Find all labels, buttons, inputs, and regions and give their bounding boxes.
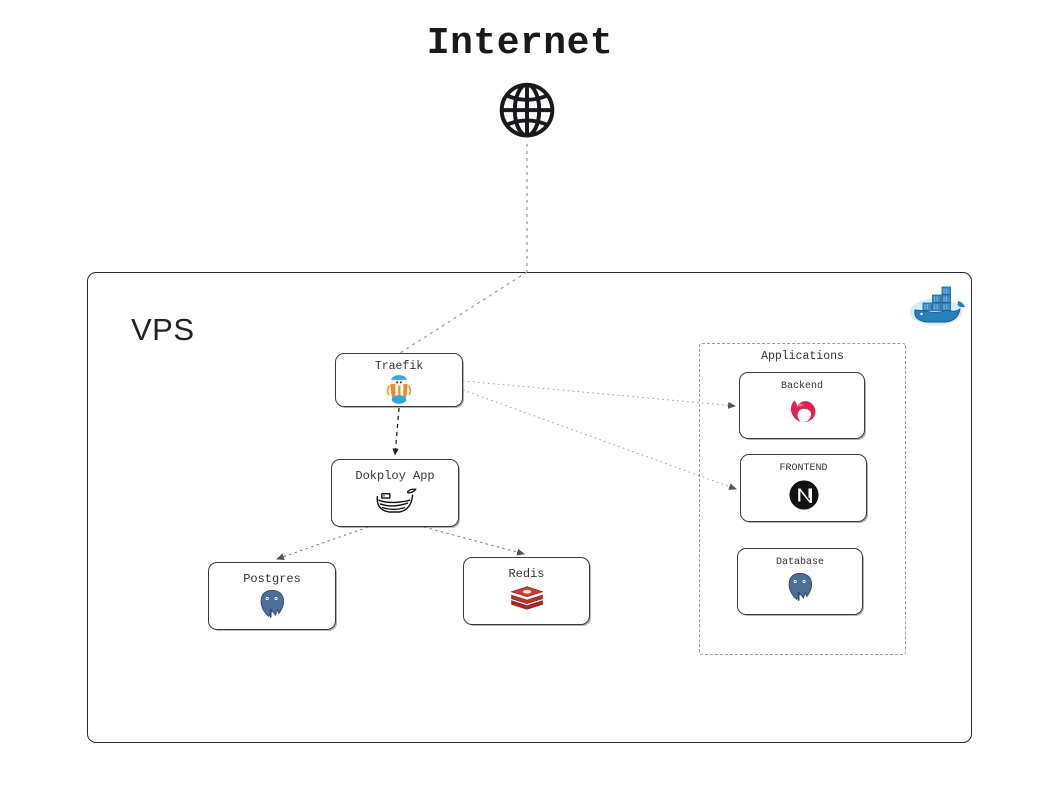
postgresql-elephant-icon: [738, 572, 862, 602]
node-dokploy-app[interactable]: Dokploy App: [331, 459, 459, 527]
globe-icon: [496, 82, 558, 142]
docker-whale-outline-icon: [332, 486, 458, 516]
node-dokploy-app-label: Dokploy App: [355, 469, 435, 483]
redis-icon: [464, 584, 589, 612]
nextjs-icon: [741, 479, 866, 511]
docker-icon: [906, 281, 966, 327]
node-postgres-label: Postgres: [243, 572, 301, 586]
node-frontend-label: FRONTEND: [779, 463, 828, 474]
node-database-label: Database: [775, 557, 824, 568]
traefik-icon: [336, 374, 462, 406]
applications-group-label: Applications: [761, 350, 844, 363]
nestjs-icon: [740, 396, 864, 428]
node-traefik[interactable]: Traefik: [335, 353, 463, 407]
node-redis-label: Redis: [508, 567, 545, 581]
page-title: Internet: [426, 22, 614, 65]
node-backend[interactable]: Backend: [739, 372, 865, 439]
applications-group: [699, 343, 906, 655]
postgresql-elephant-icon: [209, 589, 335, 619]
node-postgres[interactable]: Postgres: [208, 562, 336, 630]
node-redis[interactable]: Redis: [463, 557, 590, 625]
node-traefik-label: Traefik: [374, 360, 424, 373]
node-frontend[interactable]: FRONTEND: [740, 454, 867, 522]
node-database[interactable]: Database: [737, 548, 863, 615]
node-backend-label: Backend: [780, 381, 823, 392]
vps-label: VPS: [131, 312, 195, 347]
